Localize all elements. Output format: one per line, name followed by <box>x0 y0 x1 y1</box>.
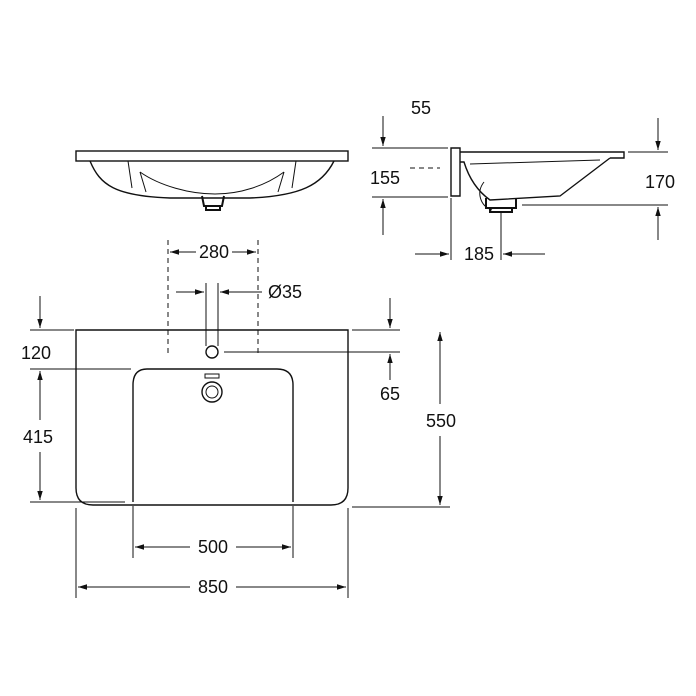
dim-label-185: 185 <box>464 244 494 264</box>
waste-outlet-inner <box>205 385 219 399</box>
tap-hole <box>205 345 219 359</box>
front-bowl-inner-curve <box>139 171 285 195</box>
dim-label-65: 65 <box>380 384 400 404</box>
front-bowl-outline <box>89 160 335 199</box>
side-elevation <box>410 147 625 213</box>
dim-label-415: 415 <box>23 427 53 447</box>
front-rim <box>75 150 349 162</box>
plan-dimensions: 280 Ø35 120 415 65 550 500 <box>21 240 456 598</box>
dim-label-280: 280 <box>199 242 229 262</box>
side-bowl-outline <box>460 157 611 201</box>
side-rim <box>460 151 625 159</box>
front-bowl-inner-right <box>277 160 297 193</box>
plan-outer-outline <box>75 329 349 506</box>
side-wall-plate <box>450 147 461 197</box>
plan-view <box>75 329 349 506</box>
dim-label-d35: Ø35 <box>268 282 302 302</box>
front-waste-outlet <box>201 195 225 211</box>
waste-outlet-outer <box>201 381 223 403</box>
dim-label-55: 55 <box>411 98 431 118</box>
dim-label-550: 550 <box>426 411 456 431</box>
side-trap-pipe <box>479 181 493 211</box>
overflow-slot <box>204 373 220 379</box>
dim-label-850: 850 <box>198 577 228 597</box>
dim-label-170: 170 <box>645 172 675 192</box>
dim-label-500: 500 <box>198 537 228 557</box>
side-dimensions: 55 155 170 185 <box>370 98 675 264</box>
side-bowl-inner <box>469 159 601 165</box>
plan-bowl-outline <box>132 368 294 502</box>
front-bowl-inner-left <box>127 160 147 193</box>
dim-label-155: 155 <box>370 168 400 188</box>
dim-label-120: 120 <box>21 343 51 363</box>
front-elevation <box>75 150 349 211</box>
